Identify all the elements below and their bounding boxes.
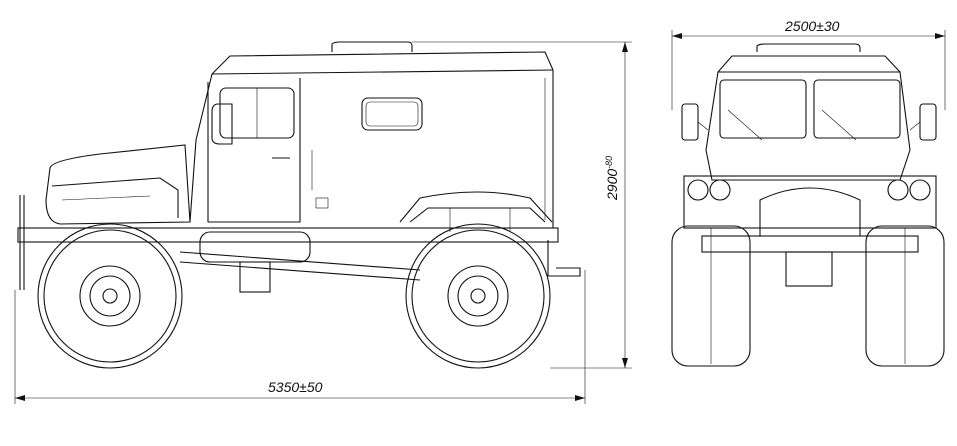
cabin bbox=[189, 41, 554, 228]
chassis bbox=[17, 195, 581, 293]
side-view: 5350±50 2900-80 bbox=[14, 41, 632, 404]
width-label: 2500±30 bbox=[784, 18, 840, 34]
front-view: 2500±30 bbox=[671, 18, 946, 367]
rear-wheel bbox=[405, 223, 551, 369]
height-dimension: 2900-80 bbox=[412, 41, 632, 369]
left-front-tire bbox=[671, 225, 751, 367]
fenders bbox=[399, 191, 553, 232]
length-dimension: 5350±50 bbox=[14, 270, 586, 404]
hood bbox=[45, 144, 191, 225]
length-label: 5350±50 bbox=[268, 379, 323, 395]
front-wheel bbox=[37, 223, 183, 369]
height-label: 2900-80 bbox=[604, 156, 620, 201]
right-front-tire bbox=[865, 225, 945, 367]
width-dimension: 2500±30 bbox=[671, 18, 946, 110]
